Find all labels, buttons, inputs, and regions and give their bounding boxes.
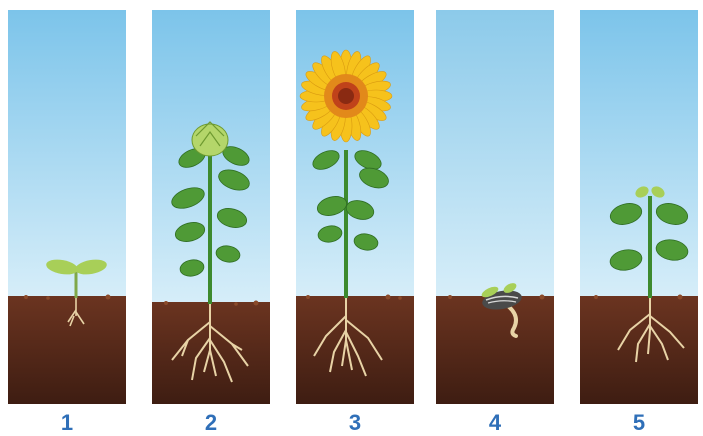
sky: [436, 10, 554, 300]
panel-3-number: 3: [296, 410, 414, 436]
panel-4-number: 4: [436, 410, 554, 436]
soil: [580, 296, 698, 404]
soil: [8, 296, 126, 404]
panel-4-germinating-seed: [436, 10, 554, 404]
soil: [436, 296, 554, 404]
flower-center: [338, 88, 354, 104]
panel-2-number: 2: [152, 410, 270, 436]
panel-3-flowering: [296, 10, 414, 404]
panel-5-number: 5: [580, 410, 698, 436]
panel-1-number: 1: [8, 410, 126, 436]
sky: [8, 10, 126, 300]
sunflower-head: [300, 50, 392, 142]
panel-5-young-plant: [580, 10, 698, 404]
panel-1-seedling: [8, 10, 126, 404]
panel-2-budding: [152, 10, 270, 404]
